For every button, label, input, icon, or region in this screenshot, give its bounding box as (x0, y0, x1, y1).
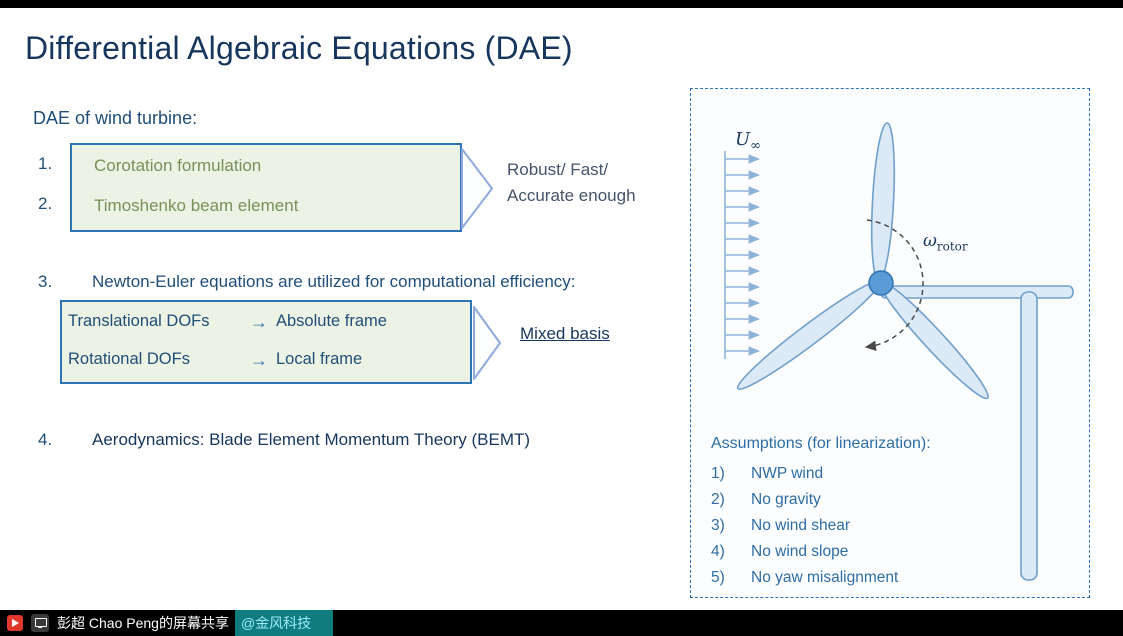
wind-turbine-drawing (724, 122, 1074, 581)
mixed-basis-label: Mixed basis (520, 324, 610, 343)
list-number-1: 1. (38, 154, 53, 173)
formulation-item-1: Corotation formulation (94, 156, 262, 175)
wind-speed-label: U∞ (735, 129, 762, 154)
screen-share-monitor-icon (31, 614, 49, 632)
app-logo-icon (7, 615, 23, 631)
dof-frame-box: Translational DOFs → Absolute frame Rota… (60, 300, 472, 384)
mention-link[interactable]: @金风科技 (234, 610, 334, 636)
right-arrow-icon: → (250, 350, 268, 370)
list-item-4-text: Aerodynamics: Blade Element Momentum The… (92, 430, 531, 449)
assumptions-heading: Assumptions (for linearization): (711, 435, 931, 452)
list-item: 2)No gravity (711, 491, 821, 508)
list-item: 1)NWP wind (711, 465, 824, 482)
screen-share-statusbar: 彭超 Chao Peng的屏幕共享 @金风科技 (0, 610, 1123, 636)
list-item: 4)No wind slope (711, 543, 849, 560)
list-number-4: 4. (38, 430, 53, 449)
tower (880, 285, 1074, 581)
block-arrow-icon (461, 148, 493, 229)
rotation-arc (864, 219, 924, 352)
presentation-slide: Differential Algebraic Equations (DAE) D… (0, 8, 1123, 610)
slide-title: Differential Algebraic Equations (DAE) (25, 30, 573, 66)
rotor-blades (736, 122, 989, 400)
list-number-3: 3. (38, 272, 53, 291)
assumptions-list: Assumptions (for linearization): 1)NWP w… (711, 435, 1077, 591)
formulation-item-2: Timoshenko beam element (94, 196, 299, 215)
arrow-caption-line2: Accurate enough (507, 186, 636, 205)
rotor-speed-label: ωrotor (923, 231, 968, 254)
list-number-2: 2. (38, 194, 53, 213)
list-item: 3)No wind shear (711, 517, 851, 534)
dof-row1-label: Translational DOFs (68, 312, 210, 330)
right-arrow-icon: → (250, 312, 268, 332)
rotor-hub (868, 270, 894, 296)
dof-row2-value: Local frame (276, 350, 363, 368)
wind-arrows (724, 151, 760, 359)
dof-row2-label: Rotational DOFs (68, 350, 190, 368)
section-heading: DAE of wind turbine: (33, 108, 198, 128)
list-item: 5)No yaw misalignment (711, 569, 899, 586)
block-arrow-icon (473, 306, 501, 380)
arrow-caption-line1: Robust/ Fast/ (507, 160, 609, 179)
formulation-box: Corotation formulation Timoshenko beam e… (70, 143, 462, 232)
dof-row1-value: Absolute frame (276, 312, 387, 330)
wind-turbine-diagram-panel: U∞ ωrotor Assumptions (for linearization… (690, 88, 1090, 598)
share-presenter-text: 彭超 Chao Peng的屏幕共享 (57, 615, 229, 631)
list-item-3-text: Newton-Euler equations are utilized for … (92, 272, 576, 291)
